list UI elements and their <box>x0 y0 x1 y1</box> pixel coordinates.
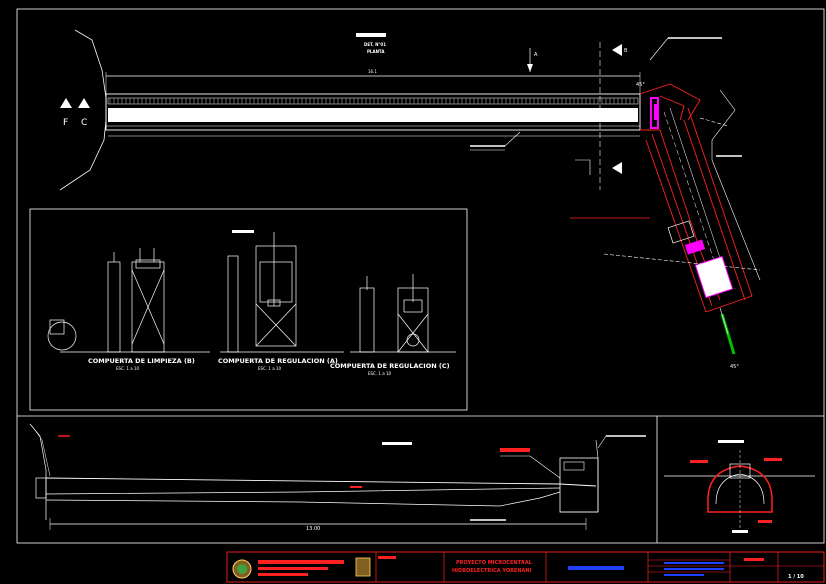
gate3-scale: ESC. 1 a 10 <box>368 371 391 376</box>
gate3-title: COMPUERTA DE REGULACION (C) <box>330 362 450 370</box>
gate1-scale: ESC. 1 a 10 <box>116 366 139 371</box>
longitudinal-profile: 13.00 <box>29 423 646 532</box>
gate-details: COMPUERTA DE LIMPIEZA (B) ESC. 1 a 10 CO… <box>29 208 468 411</box>
gate1-title: COMPUERTA DE LIMPIEZA (B) <box>88 357 195 365</box>
project-line2: HIDROELECTRICA YORENANI <box>452 568 532 574</box>
plan-mark-f: F <box>63 118 68 128</box>
section-arrow-icon <box>612 44 622 56</box>
triangle-marker-icon <box>60 98 72 108</box>
plan-subtitle: PLANTA <box>367 49 385 54</box>
angle-label-2: 45° <box>730 364 739 370</box>
drawing-frame <box>16 8 825 544</box>
gate2-title: COMPUERTA DE REGULACION (A) <box>218 357 338 365</box>
plan-mark-c: C <box>81 118 87 128</box>
section-label-a: A <box>534 52 538 58</box>
project-line1: PROYECTO MICROCENTRAL <box>456 560 533 566</box>
profile-dimension: 13.00 <box>306 526 320 532</box>
plan-title: DET. N°01 <box>364 42 386 47</box>
sheet-number: 1 / 10 <box>788 574 804 580</box>
plan-view: DET. N°01 PLANTA F C 16.1 A B <box>59 29 761 370</box>
angle-label: 45° <box>636 82 645 88</box>
institution-logo <box>355 557 371 577</box>
cross-section <box>664 440 815 533</box>
gate2-scale: ESC. 1 a 10 <box>258 366 281 371</box>
plan-length-label: 16.1 <box>368 69 377 74</box>
triangle-marker-icon <box>78 98 90 108</box>
section-arrow-icon <box>612 162 622 174</box>
title-block: PROYECTO MICROCENTRAL HIDROELECTRICA YOR… <box>226 551 825 583</box>
section-label-b: B <box>624 48 628 54</box>
